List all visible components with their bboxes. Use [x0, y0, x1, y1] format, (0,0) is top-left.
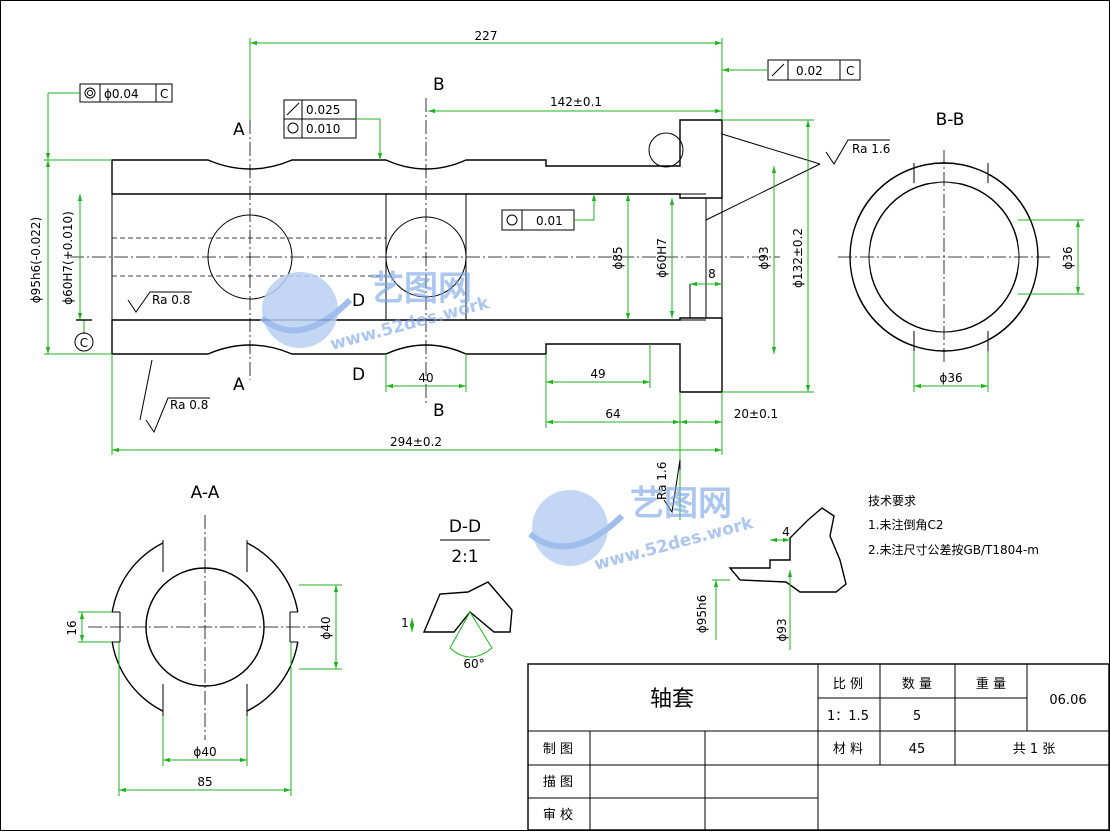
dim-49: 49: [590, 367, 605, 381]
watermark-brand-2: 艺图网: [630, 484, 732, 524]
datum-c: C: [80, 336, 88, 350]
part-name: 轴套: [650, 687, 694, 712]
scale-label: 比 例: [833, 677, 863, 692]
dim-60h7: ϕ60H7(+0.010): [61, 211, 75, 305]
section-d-top: D: [352, 291, 365, 311]
roughness-symbols: Ra 1.6 Ra 0.8 Ra 0.8 Ra 1.6: [127, 139, 890, 514]
dim-142: 142±0.1: [550, 95, 602, 109]
title-block: 轴套 比 例 1：1.5 数 量 5 重 量 06.06 材 料 45 共 1 …: [527, 663, 1110, 831]
dim-64: 64: [605, 407, 620, 421]
quantity-label: 数 量: [902, 677, 932, 692]
roundness-001: 0.01: [536, 214, 563, 228]
roughness-3: Ra 0.8: [170, 398, 208, 412]
detail-dim-95h6: ϕ95h6: [695, 595, 709, 633]
dd-dim-60deg: 60°: [463, 657, 484, 671]
notes-title: 技术要求: [868, 494, 916, 508]
section-view-b-b: B-B ϕ36 ϕ36: [838, 110, 1084, 392]
title-d-d-scale: 2:1: [451, 547, 478, 567]
title-b-b: B-B: [936, 110, 965, 130]
bb-dim-36-horizontal: ϕ36: [939, 371, 962, 385]
roughness-4: Ra 1.6: [655, 462, 669, 500]
watermark-2: 艺图网 www.52des.work: [528, 484, 756, 575]
coax-tolerance: ϕ0.04: [104, 87, 139, 101]
section-view-d-d: D-D 2:1 1 60°: [401, 517, 513, 671]
dim-93: ϕ93: [757, 246, 771, 269]
section-b-bottom: B: [433, 401, 445, 421]
watermark-brand-1: 艺图网: [370, 269, 472, 309]
bb-dim-36-vertical: ϕ36: [1061, 246, 1075, 269]
aa-dim-16: 16: [65, 620, 79, 635]
tolerance-frames: ϕ0.04 C 0.02 C 0.025 0.010 0.01 C: [45, 59, 861, 352]
sheet-count: 共 1 张: [1013, 742, 1056, 757]
dim-60h7b: ϕ60H7: [655, 238, 669, 278]
roughness-2: Ra 0.8: [152, 293, 190, 307]
frame-0025: 0.025: [306, 103, 340, 117]
scale-value: 1：1.5: [827, 709, 869, 724]
technical-notes: 技术要求 1.未注倒角C2 2.未注尺寸公差按GB/T1804-m: [868, 494, 1039, 557]
watermark-1: 艺图网 www.52des.work: [260, 269, 492, 355]
weight-label: 重 量: [976, 676, 1006, 692]
main-dimensions: 227 142±0.1 294±0.2 20±0.1 64 49 40 8 ϕ9…: [29, 29, 814, 520]
notes-line-2: 2.未注尺寸公差按GB/T1804-m: [868, 542, 1039, 557]
aa-dim-40-vertical: ϕ40: [319, 616, 333, 639]
drawn-by-label: 制 图: [543, 742, 573, 757]
detail-view: 4 ϕ95h6 ϕ93: [695, 507, 847, 650]
section-b-top: B: [433, 75, 445, 95]
notes-line-1: 1.未注倒角C2: [868, 517, 943, 532]
dd-dim-1: 1: [401, 616, 409, 630]
frame-0010: 0.010: [306, 122, 340, 136]
traced-by-label: 描 图: [543, 775, 573, 790]
detail-dim-4: 4: [782, 525, 790, 539]
section-d-bottom: D: [352, 365, 365, 385]
dim-20: 20±0.1: [734, 407, 778, 421]
section-a-bottom: A: [233, 375, 245, 395]
quantity-value: 5: [913, 709, 921, 724]
section-view-a-a: A-A 16 ϕ40 ϕ40 85: [65, 483, 342, 796]
dim-227: 227: [475, 29, 498, 43]
dim-8: 8: [708, 267, 716, 281]
roughness-1: Ra 1.6: [852, 142, 890, 156]
runout-tolerance: 0.02: [796, 64, 823, 78]
dim-85: ϕ85: [611, 246, 625, 269]
section-a-top: A: [233, 120, 245, 140]
dim-132: ϕ132±0.2: [791, 228, 805, 288]
dim-95h6: ϕ95h6(-0.022): [29, 217, 43, 303]
dim-294: 294±0.2: [390, 435, 442, 449]
drawing-number: 06.06: [1049, 693, 1086, 708]
material-label: 材 料: [833, 742, 863, 757]
aa-dim-85: 85: [197, 775, 212, 789]
material-value: 45: [909, 742, 926, 757]
section-marks: A A B B D D: [233, 75, 445, 421]
main-section-view: [70, 98, 821, 405]
checked-by-label: 审 校: [543, 807, 573, 823]
aa-dim-40-horizontal: ϕ40: [193, 745, 216, 759]
runout-datum: C: [846, 64, 854, 78]
title-a-a: A-A: [191, 483, 220, 503]
dim-40: 40: [418, 371, 433, 385]
title-d-d: D-D: [449, 517, 481, 537]
detail-dim-93: ϕ93: [775, 618, 789, 641]
coax-datum: C: [160, 87, 168, 101]
